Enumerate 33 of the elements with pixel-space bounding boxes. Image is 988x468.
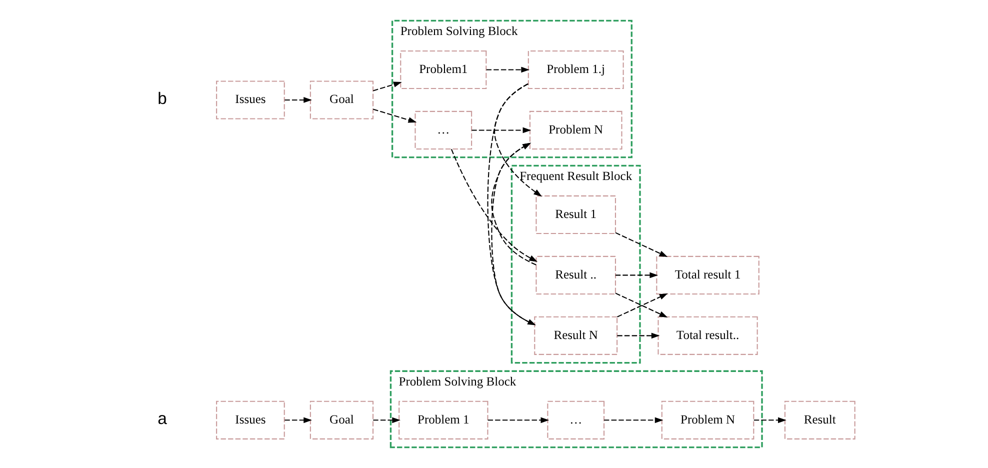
arrow — [284, 417, 312, 424]
label: b — [157, 88, 166, 108]
node-box: Issues — [216, 400, 284, 440]
arrow — [487, 417, 549, 424]
arrow — [486, 66, 530, 73]
node-box: Problem 1 — [398, 400, 488, 440]
node-box: Result 1 — [535, 195, 616, 234]
node-box: Problem N — [528, 110, 622, 150]
arrow — [372, 82, 402, 92]
arrow — [753, 417, 786, 424]
node-box: Issues — [216, 80, 284, 120]
node-box: Result N — [534, 316, 618, 355]
arrow — [372, 108, 416, 123]
node-box: Goal — [309, 80, 374, 120]
arrow — [471, 127, 531, 134]
arrow — [372, 417, 400, 424]
arrow — [604, 417, 663, 424]
node-box: Goal — [309, 400, 374, 440]
node-box: Result .. — [535, 256, 616, 294]
node-box: … — [414, 110, 472, 150]
arrow — [614, 232, 668, 257]
node-box: Total result 1 — [656, 256, 759, 294]
arrow — [615, 272, 658, 278]
arrow — [284, 97, 312, 103]
node-box: Problem1 — [400, 50, 486, 90]
node-box: Total result.. — [657, 316, 758, 355]
node-box: Problem 1.j — [527, 50, 624, 90]
node-box: Problem N — [660, 400, 754, 440]
node-box: … — [546, 400, 604, 440]
label: a — [157, 409, 166, 428]
arrow — [490, 142, 536, 266]
node-box: Result — [784, 400, 855, 440]
arrow — [616, 332, 660, 339]
